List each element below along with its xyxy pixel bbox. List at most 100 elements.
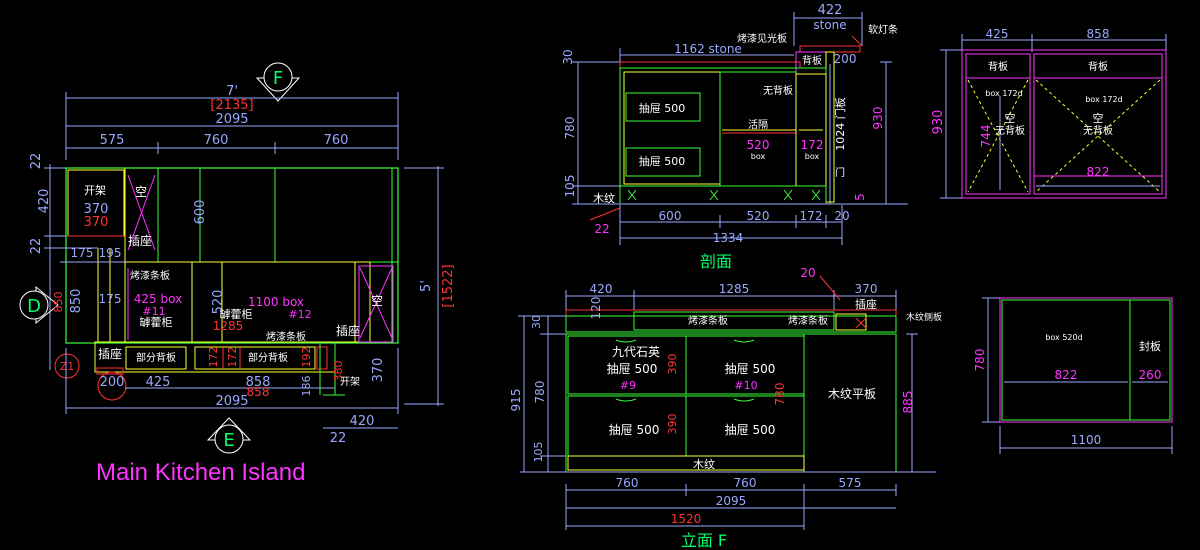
elev-d760b: 760 (734, 476, 757, 490)
plan-tall-600: 600 (193, 200, 208, 225)
plan-overall-mm: 2095 (215, 112, 248, 127)
plan-lou-gui: 罅藿柜 (140, 315, 173, 329)
elev-d30: 30 (530, 315, 543, 329)
side-noback-b: 无背板 (1083, 124, 1113, 137)
plan-seg-575: 575 (100, 133, 125, 148)
elevation-handles (615, 339, 755, 402)
plan-top-dimension-lines (65, 92, 399, 160)
elev-d2095: 2095 (716, 494, 747, 508)
elev-d120: 120 (589, 297, 603, 320)
side-box-a: box 172d (985, 89, 1022, 98)
plan-d370-right: 370 (371, 358, 386, 383)
plan-seg-760b: 760 (324, 133, 349, 148)
plan-left-22b: 22 (29, 238, 44, 255)
side-d744: 744 (979, 125, 993, 148)
plan-d-850-red: 850 (52, 292, 65, 313)
elev-wood-panel: 木纹平板 (828, 387, 876, 401)
plan-box-425: 425 box (134, 292, 182, 306)
section-movable: 活隔 (748, 119, 768, 131)
plan-bot-420: 420 (350, 414, 375, 429)
box520-seal: 封板 (1139, 339, 1161, 353)
section-d22: 22 (594, 222, 609, 236)
plan-overall-bracket: [2135] (210, 98, 253, 113)
plan-bot-200: 200 (100, 375, 125, 390)
plan-bot-22: 22 (330, 431, 347, 446)
plan-bot-858b: 858 (247, 385, 270, 399)
plan-bot-425: 425 (146, 375, 171, 390)
elev-d420: 420 (590, 282, 613, 296)
elev-drawer-10: 抽屉 500 (725, 362, 776, 376)
plan-overall-ft: 7' (226, 84, 238, 99)
section-d172: 172 (801, 138, 824, 152)
section-d780: 780 (563, 117, 577, 140)
plan-open-rack: 开架 (84, 184, 106, 197)
plan-tag-11: #11 (142, 305, 165, 318)
elev-caption: 立面 F (681, 531, 727, 550)
plan-box-370a: 370 (84, 202, 109, 217)
elev-quartz: 九代石英 (612, 345, 660, 359)
elev-d915: 915 (509, 389, 523, 412)
elev-wood: 木纹 (693, 457, 715, 471)
side-dimension-lines (940, 34, 1167, 199)
plan-socket-c: 插座 (98, 346, 122, 361)
plan-left-dimension-lines (44, 164, 125, 370)
section-marker-z (54, 353, 80, 379)
elev-d1520: 1520 (671, 512, 702, 526)
plan-d175: 175 (71, 246, 94, 260)
side-noback-a: 无背板 (995, 124, 1025, 137)
elev-tag-10: #10 (734, 379, 757, 392)
plan-bot-2095: 2095 (215, 394, 248, 409)
elev-d20: 20 (800, 266, 815, 280)
plan-bot-858a: 858 (246, 375, 271, 390)
elev-d105: 105 (532, 442, 545, 463)
section-view: 422 stone 烤漆见光板 软灯条 1162 stone 背板 200 30… (561, 3, 908, 271)
section-d5: 5 (853, 193, 867, 201)
elev-d390a: 390 (666, 354, 679, 375)
plan-left-22a: 22 (29, 153, 44, 170)
section-caption: 剖面 (700, 252, 732, 271)
section-feet (627, 189, 821, 201)
plan-empty-b: 空 (371, 294, 383, 308)
section-d20: 20 (834, 209, 849, 223)
section-d422: 422 (818, 3, 843, 18)
plan-socket-a: 插座 (128, 233, 152, 248)
plan-tag-12: #12 (288, 308, 311, 321)
section-dimension-lines (572, 12, 892, 245)
section-d200: 200 (834, 52, 857, 66)
elev-d390b: 390 (666, 414, 679, 435)
elev-drawer-9: 抽屉 500 (607, 362, 658, 376)
elev-drawer-c: 抽屉 500 (609, 423, 660, 437)
box520-view: box 520d 封板 780 822 260 1100 (973, 297, 1173, 454)
section-d30: 30 (561, 49, 575, 64)
section-d1334: 1334 (713, 231, 744, 245)
plan-back-part-a: 部分背板 (136, 351, 176, 364)
box520-d260: 260 (1139, 368, 1162, 382)
section-no-back: 无背板 (763, 84, 793, 97)
plan-box-370b: 370 (84, 215, 109, 230)
section-marker-d (19, 285, 59, 325)
marker-e-label: E (223, 430, 234, 451)
side-back-a: 背板 (988, 60, 1008, 73)
section-marker-e (206, 417, 252, 454)
plan-empty-a: 空 (135, 185, 147, 199)
section-d172b: 172 (800, 209, 823, 223)
plan-d520: 520 (211, 290, 226, 315)
marker-d-label: D (27, 296, 41, 317)
section-drawer-a: 抽屉 500 (639, 101, 686, 115)
elev-socket: 插座 (855, 297, 877, 311)
side-d858: 858 (1087, 27, 1110, 41)
plan-d195: 195 (99, 246, 122, 260)
plan-d186: 186 (300, 376, 313, 397)
box520-d1100: 1100 (1071, 433, 1102, 447)
section-d105: 105 (563, 175, 577, 198)
side-box-b: box 172d (1085, 95, 1122, 104)
elev-d885: 885 (901, 391, 915, 414)
elevation-view: 20 420 1285 370 120 插座 木纹侧板 烤漆条板 烤漆条板 30… (509, 266, 942, 550)
side-x-marks (967, 79, 1161, 193)
section-door: 门 (835, 166, 845, 179)
side-view-right: 425 858 背板 背板 box 172d box 172d 空 无背板 空 … (931, 27, 1167, 199)
plan-open-rack-b: 开架 (340, 376, 360, 388)
plan-d1285: 1285 (213, 319, 244, 333)
section-back-board: 背板 (802, 54, 822, 67)
